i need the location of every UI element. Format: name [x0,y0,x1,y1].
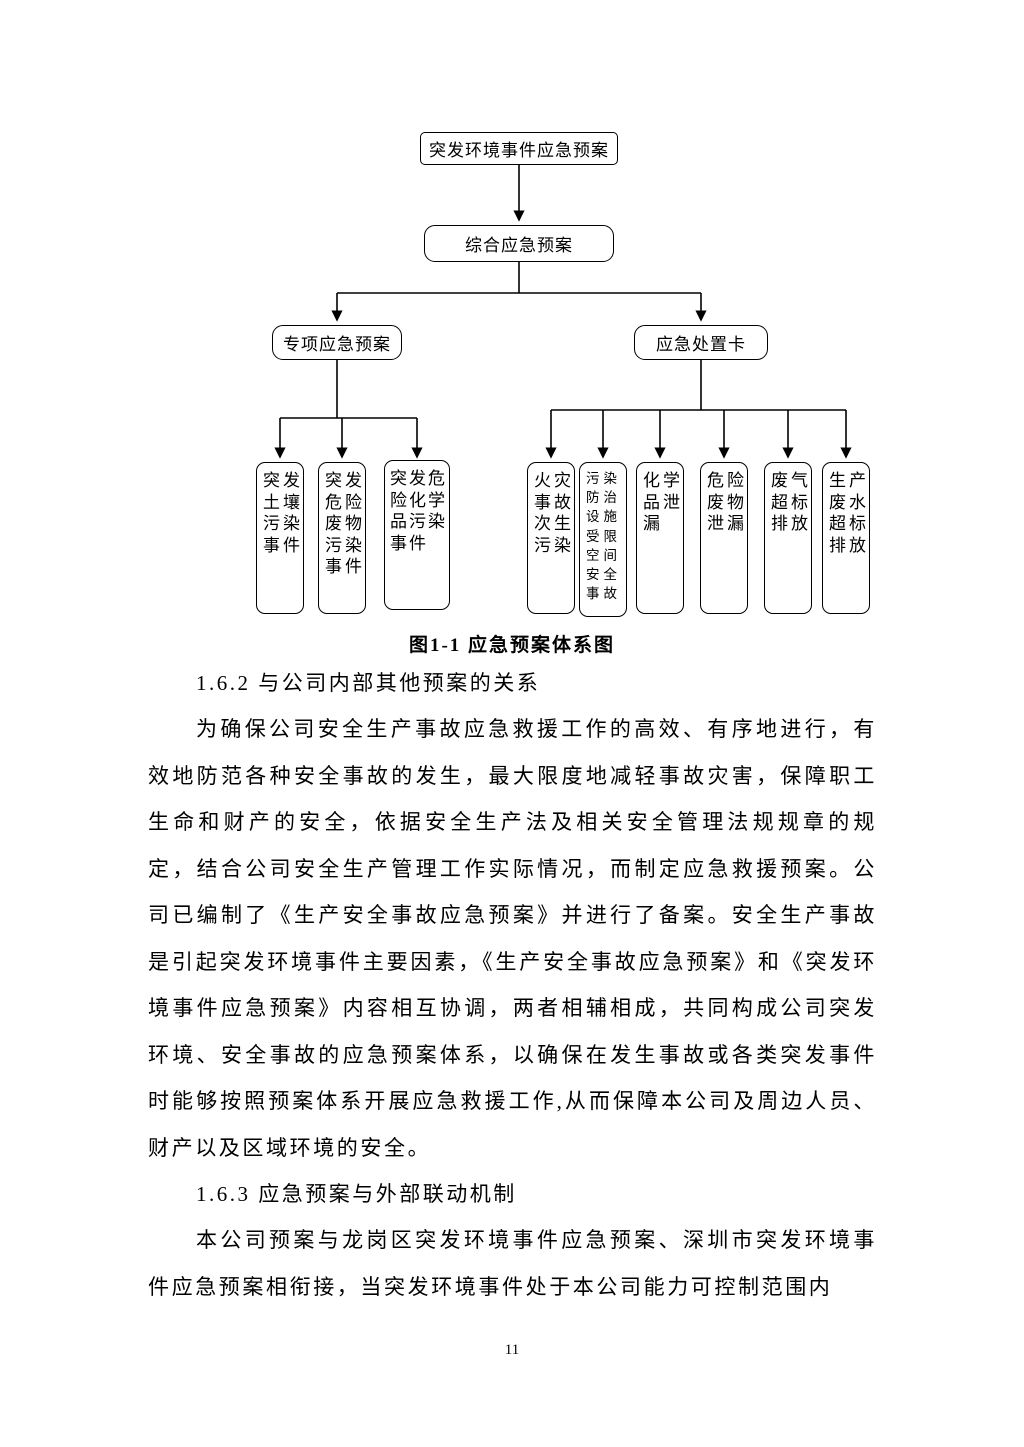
section-heading-163: 1.6.3 应急预案与外部联动机制 [196,1182,517,1206]
section-paragraph-163: 本公司预案与龙岗区突发环境事件应急预案、深圳市突发环境事件应急预案相衔接，当突发… [148,1228,877,1299]
node-comprehensive-plan: 综合应急预案 [424,225,614,262]
leaf-hazardous-waste-pollution: 突发危险废物污染事件 [318,462,366,614]
document-body: 1.6.2 与公司内部其他预案的关系 为确保公司安全生产事故应急救援工作的高效、… [148,660,877,1310]
section-heading-162: 1.6.2 与公司内部其他预案的关系 [196,671,541,695]
node-root: 突发环境事件应急预案 [420,132,618,165]
page-number: 11 [504,1342,520,1358]
leaf-fire-secondary-pollution: 火灾事故次生污染 [527,462,575,614]
section-paragraph-162: 为确保公司安全生产事故应急救援工作的高效、有序地进行，有效地防范各种安全事故的发… [148,717,877,1160]
leaf-exhaust-gas-exceedance: 废气超标排放 [764,462,812,614]
diagram-connectors [274,165,852,459]
leaf-soil-pollution: 突发土壤污染事件 [256,462,304,614]
leaf-chemical-pollution: 突发危险化学品污染事件 [384,460,450,610]
node-disposal-card: 应急处置卡 [634,325,768,360]
figure-caption: 图1-1 应急预案体系图 [408,635,616,656]
leaf-chemical-leak: 化学品泄漏 [636,462,684,614]
emergency-plan-diagram: 突发环境事件应急预案 综合应急预案 专项应急预案 应急处置卡 突发土壤污染事件 … [0,0,1024,660]
leaf-hazardous-waste-leak: 危险废物泄漏 [700,462,748,614]
leaf-facility-confined-space-accident: 污染防治设施受限空间安全事故 [579,462,627,617]
leaf-wastewater-exceedance: 生产废水超标排放 [822,462,870,614]
node-special-plan: 专项应急预案 [272,325,402,360]
